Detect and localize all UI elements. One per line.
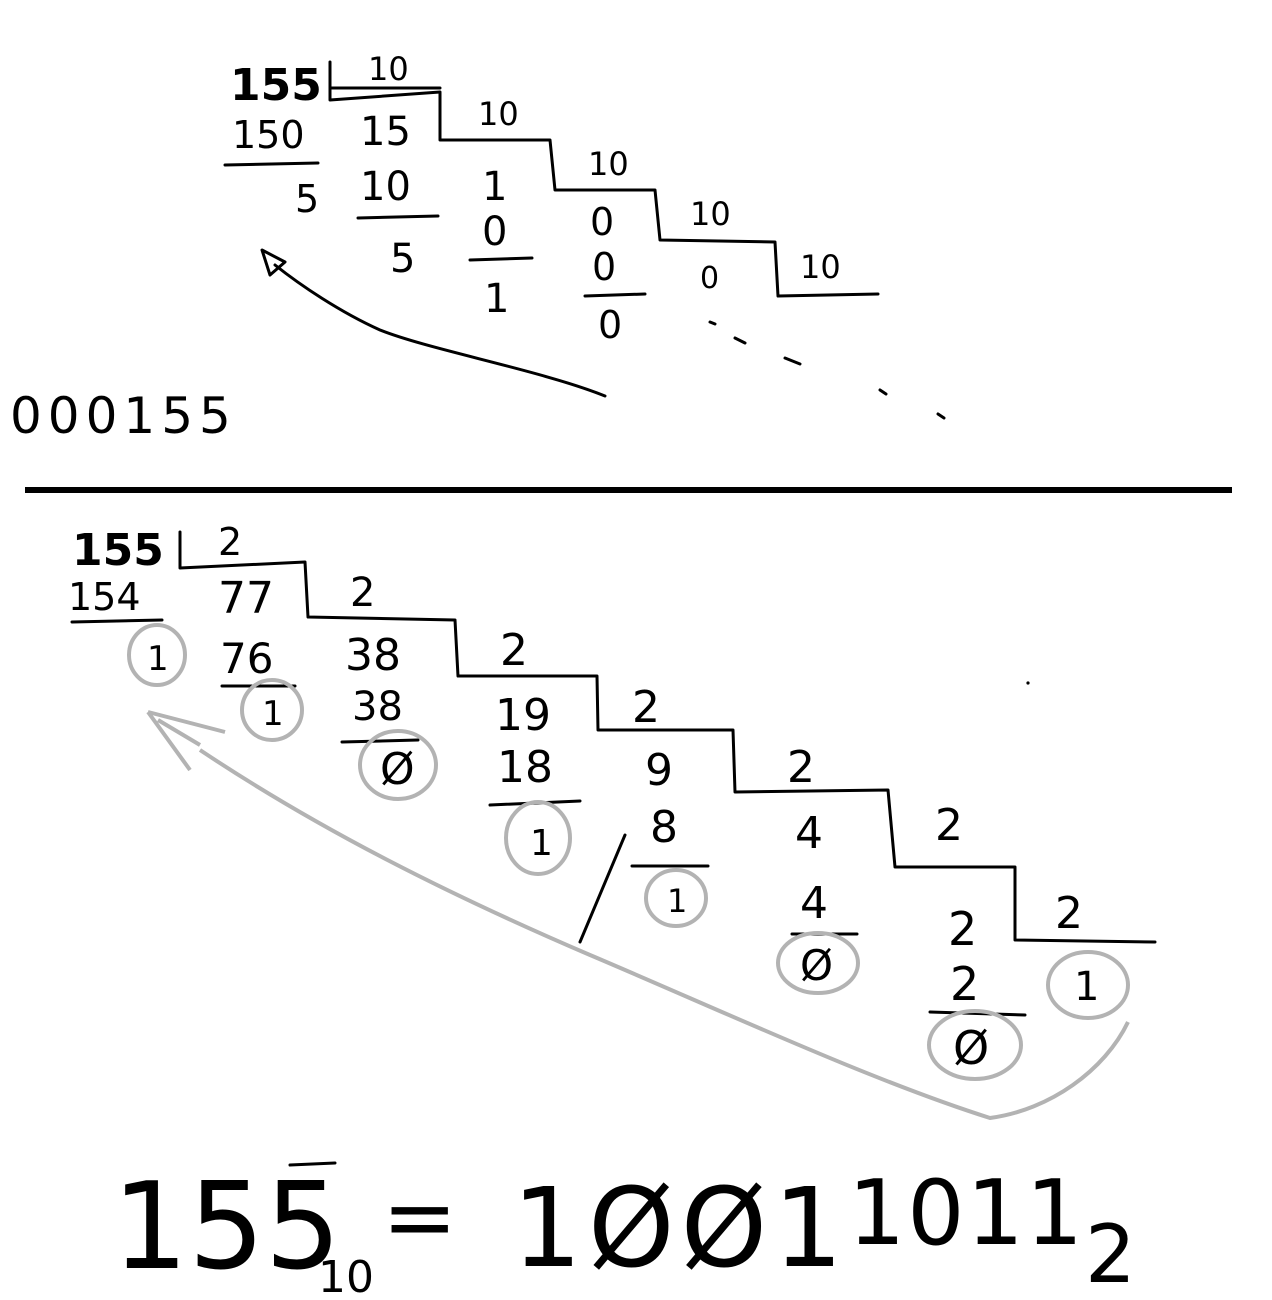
top-product-3: 0 (482, 209, 507, 255)
bottom-remainder-2: Ø (380, 744, 415, 795)
bottom-underline-6 (928, 1010, 1027, 1017)
top-product-1: 150 (232, 113, 305, 157)
top-divisor-1: 10 (368, 50, 409, 88)
bottom-remainder-0: 1 (147, 639, 169, 679)
top-quotient-5: 0 (700, 261, 719, 296)
top-underline-4 (583, 292, 647, 298)
top-divisor-5: 10 (800, 248, 841, 286)
bottom-division: 155 2 2 2 2 2 2 2 154 1 77 76 1 38 38 Ø … (68, 520, 1157, 1121)
final-equation: 155 10 = 1ØØ1 1011 2 (112, 1158, 1136, 1300)
bottom-read-arrow (198, 748, 1130, 1121)
bottom-quotient-6: 2 (948, 902, 977, 956)
remainder-circle-1 (240, 678, 304, 742)
top-underline-2 (356, 214, 440, 220)
top-read-arrow (273, 263, 607, 398)
top-quotient-4: 0 (590, 200, 614, 244)
top-remainder-1: 5 (295, 177, 319, 221)
bottom-underline-2 (340, 738, 420, 744)
top-staircase (328, 60, 880, 298)
equation-base-from: 10 (318, 1252, 374, 1300)
top-read-arrowhead (260, 248, 287, 277)
bottom-underline-0 (70, 618, 164, 624)
top-continuation-dashes (708, 320, 946, 420)
bottom-divisor-6: 2 (935, 800, 963, 851)
top-product-4: 0 (592, 245, 616, 289)
top-dividend: 155 (230, 60, 322, 111)
top-underline-3 (468, 256, 534, 262)
remainder-circle-5 (776, 931, 860, 995)
bottom-divisor-2: 2 (350, 570, 375, 616)
bottom-divisor-1: 2 (218, 520, 242, 564)
bottom-remainder-6: Ø (953, 1021, 989, 1075)
bottom-quotient-4: 9 (645, 745, 673, 796)
top-product-2: 10 (360, 164, 411, 210)
top-remainder-2: 5 (390, 236, 415, 282)
remainder-circle-6 (927, 1009, 1023, 1081)
bottom-staircase (178, 530, 1157, 944)
stray-slash (578, 833, 627, 944)
equation-binary-low: 1011 (848, 1161, 1085, 1266)
remainder-circle-7 (1046, 950, 1130, 1020)
bottom-quotient-7: 1 (1074, 964, 1099, 1010)
equation-base-to: 2 (1085, 1208, 1136, 1300)
bottom-product-5: 4 (800, 878, 828, 929)
bottom-divisor-3: 2 (500, 625, 528, 676)
bottom-product-0: 154 (68, 575, 141, 619)
equation-binary-high: 1ØØ1 (512, 1164, 849, 1292)
bottom-product-3: 18 (497, 742, 553, 793)
bottom-remainder-1: 1 (262, 694, 284, 734)
equation-number: 155 (112, 1158, 341, 1297)
bottom-product-6: 2 (950, 957, 979, 1011)
bottom-quotient-5: 4 (795, 808, 823, 859)
bottom-read-arrowhead (146, 710, 226, 772)
bottom-product-2: 38 (352, 684, 403, 730)
bottom-divisor-5: 2 (787, 742, 815, 793)
top-remainder-4: 0 (598, 303, 622, 347)
bottom-quotient-1: 77 (218, 573, 274, 624)
top-result: 000155 (10, 387, 237, 445)
bottom-remainder-4: 1 (667, 882, 687, 920)
remainder-circle-3 (504, 800, 572, 876)
bottom-product-4: 8 (650, 802, 678, 853)
top-division: 155 10 10 10 10 10 150 5 15 10 5 1 0 1 0… (10, 50, 946, 445)
stray-dot (1026, 681, 1030, 685)
equation-equals: = (382, 1165, 457, 1270)
bottom-dividend: 155 (72, 525, 164, 576)
bottom-remainder-5: Ø (800, 941, 833, 990)
top-divisor-4: 10 (690, 195, 731, 233)
remainder-circle-2 (358, 729, 438, 801)
top-underline-1 (223, 161, 320, 167)
top-divisor-2: 10 (478, 95, 519, 133)
top-quotient-3: 1 (482, 164, 507, 210)
bottom-product-1: 76 (220, 634, 273, 683)
equation-overline (288, 1161, 337, 1167)
top-remainder-3: 1 (484, 276, 509, 322)
top-divisor-3: 10 (588, 145, 629, 183)
bottom-divisor-7: 2 (1055, 888, 1083, 939)
bottom-divisor-4: 2 (632, 682, 660, 733)
remainder-circle-4 (644, 868, 708, 928)
top-quotient-2: 15 (360, 109, 411, 155)
bottom-quotient-3: 19 (495, 690, 551, 741)
remainder-circle-0 (127, 623, 187, 687)
bottom-quotient-2: 38 (345, 630, 401, 681)
bottom-remainder-3: 1 (530, 823, 553, 864)
